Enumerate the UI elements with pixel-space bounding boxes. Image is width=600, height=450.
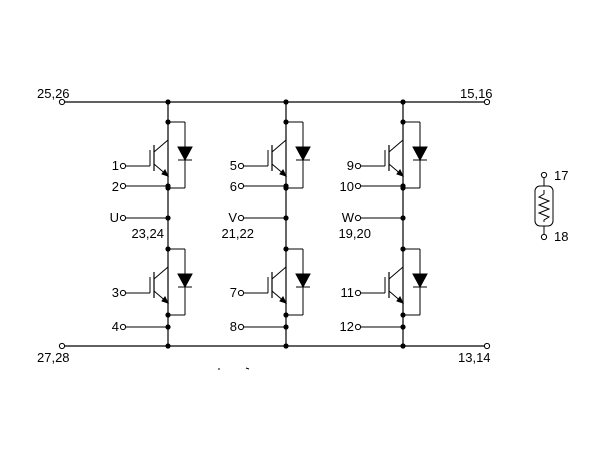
rail-bottom-left-label: 27,28 [37,350,70,365]
thermistor-zigzag [537,190,551,222]
output-pins-label: 21,22 [221,226,254,241]
phase-leg-v: 5 6 V 21,22 7 8 [221,99,311,349]
emitter-pin-label: 6 [230,179,237,194]
gate-pin-label: 5 [230,158,237,173]
emitter-pin-label: 2 [112,179,119,194]
terminal-25-26[interactable] [58,98,66,106]
thermistor: 17 18 [534,168,568,244]
emitter-pin-label: 8 [230,319,237,334]
output-name-label: U [110,210,119,225]
lower-igbt-diode [119,246,193,331]
gate-pin-label: 7 [230,285,237,300]
thermistor-pin-bottom-label: 18 [554,229,568,244]
rail-top-right-label: 15,16 [460,86,493,101]
terminal-17[interactable] [540,171,548,179]
output-terminal[interactable] [354,214,362,222]
terminal-13-14[interactable] [483,342,491,350]
gate-pin-label: 1 [112,158,119,173]
terminal-15-16[interactable] [483,98,491,106]
output-name-label: V [228,210,237,225]
upper-igbt-diode [237,119,311,191]
phase-leg-u: 1 2 U 23,24 3 4 [110,99,193,349]
output-terminal[interactable] [237,214,245,222]
output-pins-label: 23,24 [131,226,164,241]
thermistor-pin-top-label: 17 [554,168,568,183]
upper-igbt-diode [119,119,193,191]
gate-pin-label: 11 [341,285,355,300]
output-terminal[interactable] [119,214,127,222]
output-name-label: W [342,210,355,225]
terminal-18[interactable] [540,233,548,241]
phase-leg-w: 9 10 W 19,20 11 12 [338,99,428,349]
gate-pin-label: 9 [347,158,354,173]
thermistor-body [534,185,554,227]
emitter-pin-label: 4 [112,319,119,334]
upper-igbt-diode [354,119,428,191]
rail-bottom-right-label: 13,14 [458,350,491,365]
emitter-pin-label: 10 [340,179,354,194]
terminal-27-28[interactable] [58,342,66,350]
rail-top-left-label: 25,26 [37,86,70,101]
output-pins-label: 19,20 [338,226,371,241]
emitter-pin-label: 12 [340,319,354,334]
gate-pin-label: 3 [112,285,119,300]
lower-igbt-diode [237,246,311,331]
dc-positive-rail: 25,26 15,16 [37,86,493,106]
lower-igbt-diode [354,246,428,331]
scan-artifact [218,367,250,370]
dc-negative-rail: 27,28 13,14 [37,342,491,365]
